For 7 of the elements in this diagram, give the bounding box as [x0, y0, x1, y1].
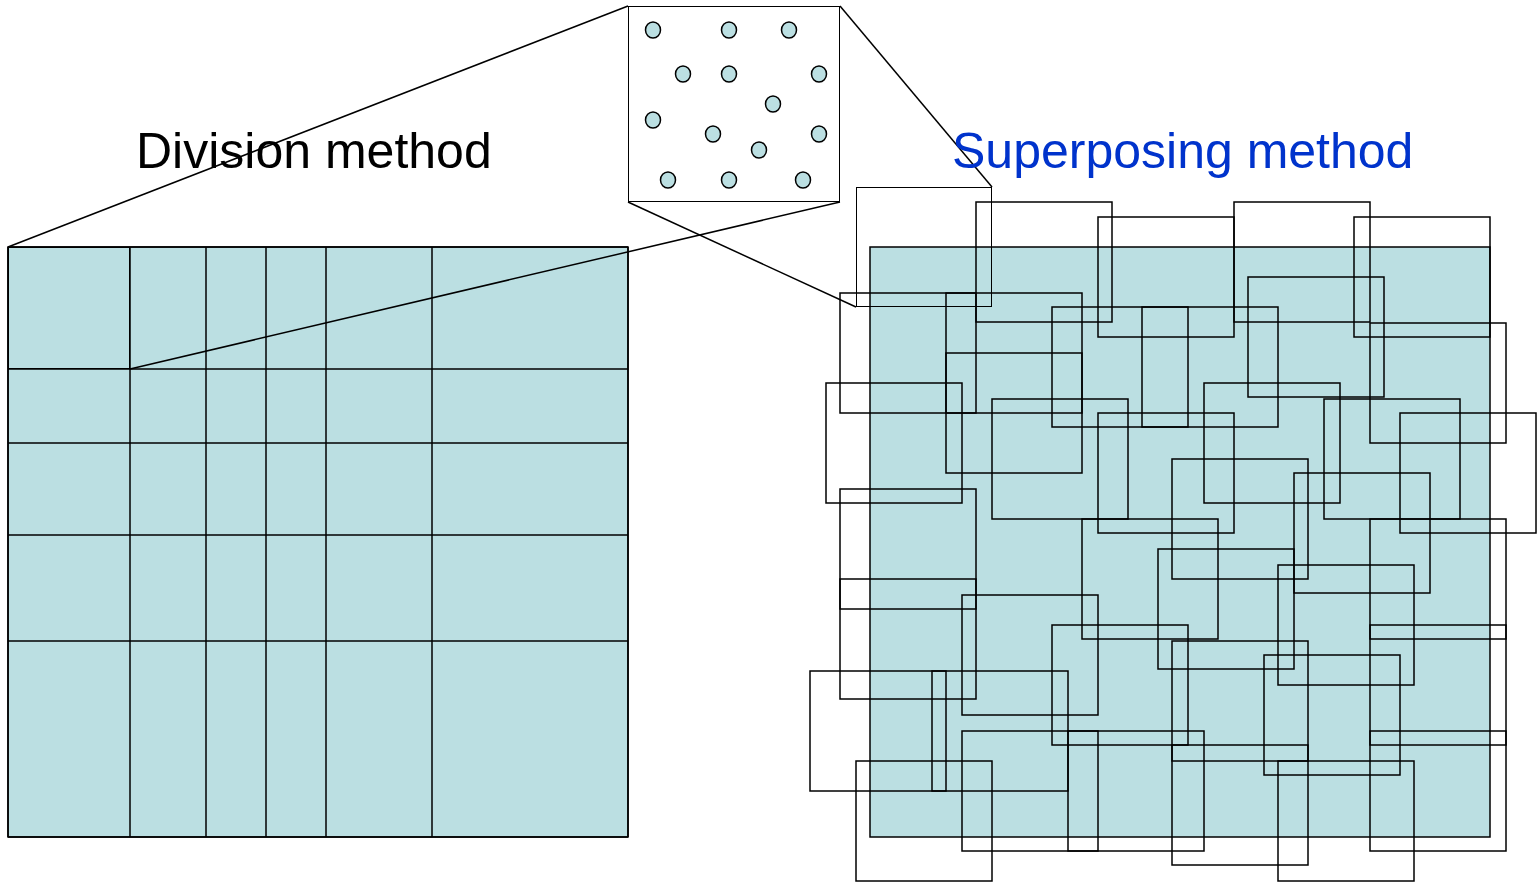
zoom-line — [627, 201, 857, 308]
grid-cell — [8, 247, 130, 369]
zoom-inset — [628, 6, 840, 202]
zoom-line — [839, 5, 993, 188]
zoom-line — [129, 201, 841, 370]
zoom-line — [7, 5, 629, 248]
overlay-rectangle — [856, 187, 992, 307]
